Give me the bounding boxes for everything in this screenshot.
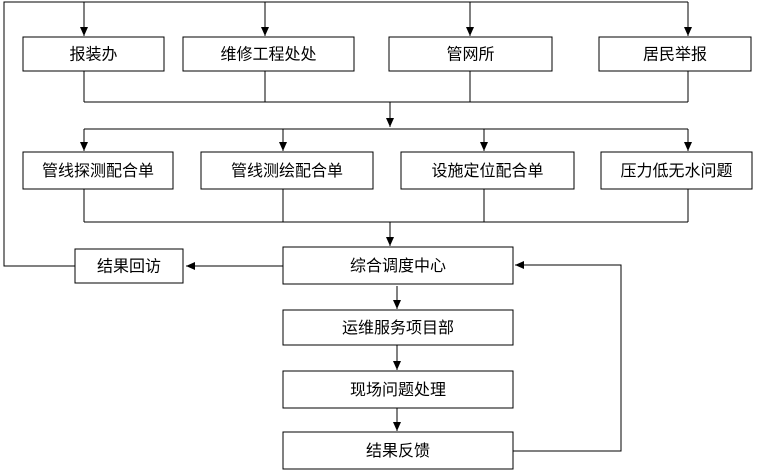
loop-connector-left xyxy=(3,1,688,267)
node-cehui: 管线测绘配合单 xyxy=(200,151,374,190)
node-weixiu: 维修工程处处 xyxy=(182,36,355,72)
node-baozhuangban: 报装办 xyxy=(22,36,165,72)
node-label: 运维服务项目部 xyxy=(342,318,454,337)
node-label: 现场问题处理 xyxy=(350,380,446,399)
node-label: 居民举报 xyxy=(643,45,707,64)
loop-connector-right xyxy=(513,261,622,452)
node-xianchang: 现场问题处理 xyxy=(282,370,514,409)
connectors xyxy=(3,1,692,452)
node-label: 报装办 xyxy=(69,45,117,64)
node-jumin: 居民举报 xyxy=(598,36,752,72)
node-label: 维修工程处处 xyxy=(220,45,316,64)
node-label: 设施定位配合单 xyxy=(431,161,543,180)
node-label: 管线探测配合单 xyxy=(42,161,154,180)
node-yunwei: 运维服务项目部 xyxy=(282,309,514,346)
node-diaodu: 综合调度中心 xyxy=(282,246,514,285)
node-label: 管线测绘配合单 xyxy=(231,161,343,180)
node-huifang: 结果回访 xyxy=(74,248,184,284)
node-label: 结果回访 xyxy=(97,257,161,276)
node-label: 结果反馈 xyxy=(366,441,430,460)
node-label: 压力低无水问题 xyxy=(620,161,732,180)
node-guanwangsuo: 管网所 xyxy=(388,36,553,72)
node-tance: 管线探测配合单 xyxy=(22,151,174,190)
node-label: 综合调度中心 xyxy=(350,256,446,275)
node-fankui: 结果反馈 xyxy=(282,431,514,470)
node-sheshi: 设施定位配合单 xyxy=(400,151,575,190)
node-yali: 压力低无水问题 xyxy=(600,151,753,190)
node-label: 管网所 xyxy=(446,45,494,64)
